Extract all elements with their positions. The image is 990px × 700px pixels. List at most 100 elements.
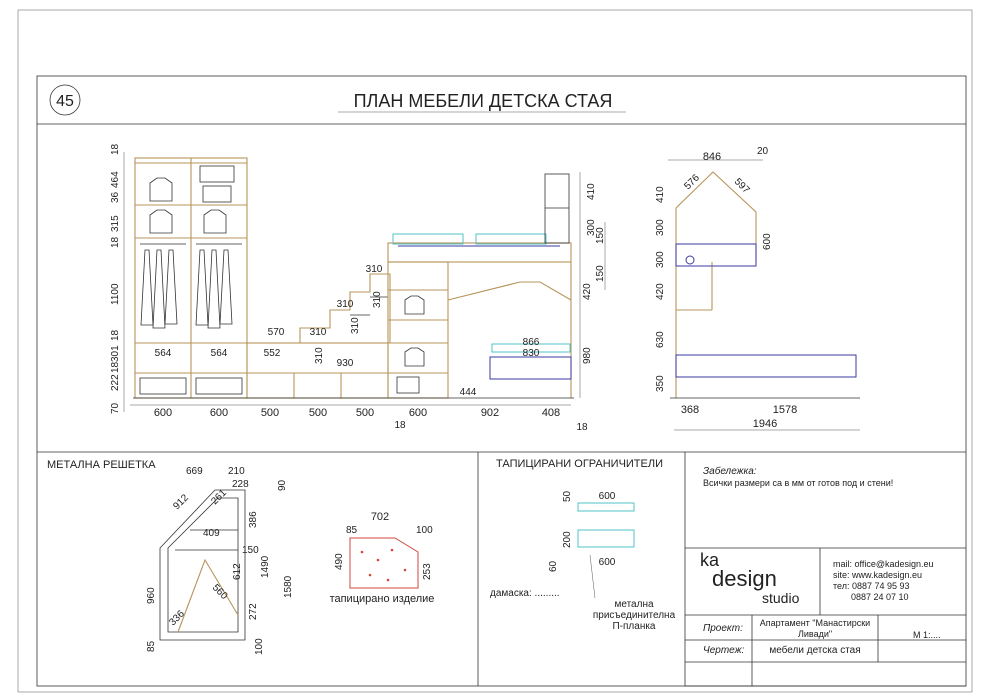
svg-text:18: 18 xyxy=(576,422,588,433)
bumper xyxy=(392,233,464,245)
svg-text:1580: 1580 xyxy=(283,575,294,598)
house-roof xyxy=(675,171,757,262)
loft-bed-side xyxy=(675,243,757,267)
folded-clothes xyxy=(203,209,227,234)
svg-text:150: 150 xyxy=(595,227,606,244)
svg-text:М 1:....: М 1:.... xyxy=(913,630,941,640)
svg-text:410: 410 xyxy=(586,183,597,200)
svg-text:mail: office@kadesign.eu: mail: office@kadesign.eu xyxy=(833,559,934,569)
svg-text:150: 150 xyxy=(242,545,259,556)
svg-text:408: 408 xyxy=(542,407,560,419)
svg-text:600: 600 xyxy=(409,407,427,419)
svg-text:300: 300 xyxy=(655,219,666,236)
svg-text:576: 576 xyxy=(682,172,702,192)
svg-text:150: 150 xyxy=(595,265,606,282)
bumper xyxy=(491,343,571,353)
svg-text:315: 315 xyxy=(110,215,121,232)
svg-text:612: 612 xyxy=(232,563,243,580)
upper-shelf xyxy=(544,173,570,244)
svg-text:200: 200 xyxy=(562,531,573,548)
svg-text:420: 420 xyxy=(582,283,593,300)
grille-frame xyxy=(159,489,246,641)
inner-frame xyxy=(36,75,967,687)
svg-text:222: 222 xyxy=(110,374,121,391)
svg-text:1946: 1946 xyxy=(753,418,777,430)
folded-clothes xyxy=(149,209,173,234)
svg-text:18: 18 xyxy=(110,329,121,341)
svg-text:272: 272 xyxy=(248,603,259,620)
svg-text:564: 564 xyxy=(211,348,228,359)
svg-text:310: 310 xyxy=(314,347,325,364)
storage-box xyxy=(202,185,232,203)
svg-text:0887 24 07 10: 0887 24 07 10 xyxy=(851,592,909,602)
svg-text:912: 912 xyxy=(171,492,191,512)
svg-text:18: 18 xyxy=(110,143,121,155)
svg-text:490: 490 xyxy=(334,553,345,570)
svg-text:100: 100 xyxy=(254,638,265,655)
page-title: ПЛАН МЕБЕЛИ ДЕТСКА СТАЯ xyxy=(354,91,613,111)
house-opening xyxy=(447,281,572,301)
svg-text:830: 830 xyxy=(523,348,540,359)
svg-text:1490: 1490 xyxy=(260,555,271,578)
svg-text:336: 336 xyxy=(167,608,187,628)
lower-bed xyxy=(489,356,572,380)
elevation-dimensions: 18 464 36 315 18 1100 18 301 18 222 70 6… xyxy=(110,143,606,433)
svg-text:702: 702 xyxy=(371,511,389,523)
svg-text:310: 310 xyxy=(366,264,383,275)
svg-text:36: 36 xyxy=(110,191,121,203)
svg-text:552: 552 xyxy=(264,348,281,359)
sheet-number-circle xyxy=(49,84,81,116)
svg-text:600: 600 xyxy=(762,233,773,250)
side-view: 846 20 576 597 410 300 300 420 630 350 6… xyxy=(655,146,860,431)
svg-text:П-планка: П-планка xyxy=(612,621,655,632)
folded-clothes xyxy=(149,177,173,202)
svg-text:409: 409 xyxy=(203,528,220,539)
bumpers-label: ТАПИЦИРАНИ ОГРАНИЧИТЕЛИ xyxy=(496,458,663,470)
svg-text:90: 90 xyxy=(277,479,288,491)
svg-text:300: 300 xyxy=(586,219,597,236)
svg-text:310: 310 xyxy=(337,299,354,310)
svg-text:368: 368 xyxy=(681,404,699,416)
svg-text:597: 597 xyxy=(732,176,752,196)
svg-text:85: 85 xyxy=(346,525,358,536)
svg-text:669: 669 xyxy=(186,466,203,477)
svg-text:301: 301 xyxy=(110,345,121,362)
svg-text:350: 350 xyxy=(655,375,666,392)
svg-text:600: 600 xyxy=(599,491,616,502)
logo-studio: studio xyxy=(762,590,800,606)
hanging-clothes xyxy=(140,249,178,329)
svg-text:тел: 0887 74 95 93: тел: 0887 74 95 93 xyxy=(833,581,910,591)
storage-box xyxy=(199,165,235,183)
bumper-front-view xyxy=(577,529,635,548)
svg-text:444: 444 xyxy=(460,387,477,398)
notes-block: Забележка: Всички размери са в мм от гот… xyxy=(703,465,893,488)
staircase xyxy=(299,273,391,343)
svg-text:600: 600 xyxy=(154,407,172,419)
outer-frame xyxy=(17,9,973,693)
svg-text:564: 564 xyxy=(155,348,172,359)
svg-text:500: 500 xyxy=(356,407,374,419)
svg-text:Всички размери са в мм от гото: Всички размери са в мм от готов под и ст… xyxy=(703,478,893,488)
sheet-number: 45 xyxy=(56,93,74,110)
upholstered-bumpers: ТАПИЦИРАНИ ОГРАНИЧИТЕЛИ 600 50 200 60 60… xyxy=(490,458,676,632)
svg-text:site: www.kadesign.eu: site: www.kadesign.eu xyxy=(833,570,922,580)
svg-text:85: 85 xyxy=(146,640,157,652)
svg-text:60: 60 xyxy=(548,560,559,572)
hanging-clothes xyxy=(195,249,233,329)
svg-text:метална: метална xyxy=(614,599,653,610)
panel-caption: тапицирано изделие xyxy=(330,593,435,605)
svg-text:410: 410 xyxy=(655,186,666,203)
svg-text:600: 600 xyxy=(210,407,228,419)
svg-text:18: 18 xyxy=(110,236,121,248)
svg-text:1578: 1578 xyxy=(773,404,797,416)
svg-text:930: 930 xyxy=(337,358,354,369)
lower-bed-side xyxy=(675,354,857,378)
folded-clothes xyxy=(404,295,425,315)
svg-text:210: 210 xyxy=(228,466,245,477)
svg-text:386: 386 xyxy=(248,511,259,528)
svg-text:70: 70 xyxy=(110,402,121,414)
svg-text:20: 20 xyxy=(757,146,769,157)
svg-text:18: 18 xyxy=(394,420,406,431)
drawer xyxy=(195,377,243,395)
